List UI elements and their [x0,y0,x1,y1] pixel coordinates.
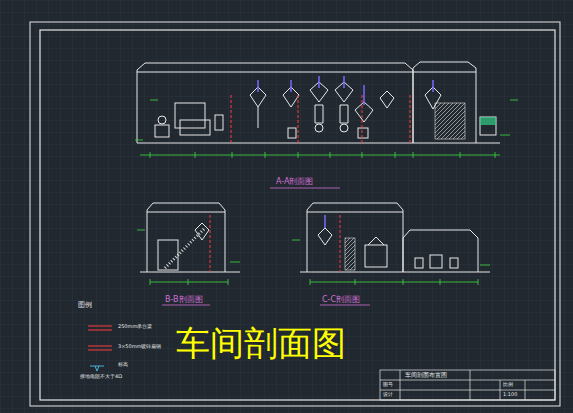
section-title: B-B剖面图 [165,296,203,305]
title-cell: 比例 [503,382,513,388]
section-title: C-C剖面图 [322,296,360,305]
note-text: 接地电阻不大于4Ω [80,374,122,380]
legend-heading: 图例 [78,302,92,310]
title-cell: 图号 [383,382,393,388]
legend-text: 250mm承台梁 [118,324,152,330]
section-title: A-A剖面图 [276,178,313,187]
title-cell: 车间剖面布置图 [405,372,447,379]
sheet-caption: 车间剖面图 [176,325,346,362]
legend-text: 标高 [118,362,128,368]
title-cell: 设计 [383,392,393,398]
title-cell: 1:100 [503,392,517,398]
legend-text: 3×50mm镀锌扁钢 [118,344,161,350]
